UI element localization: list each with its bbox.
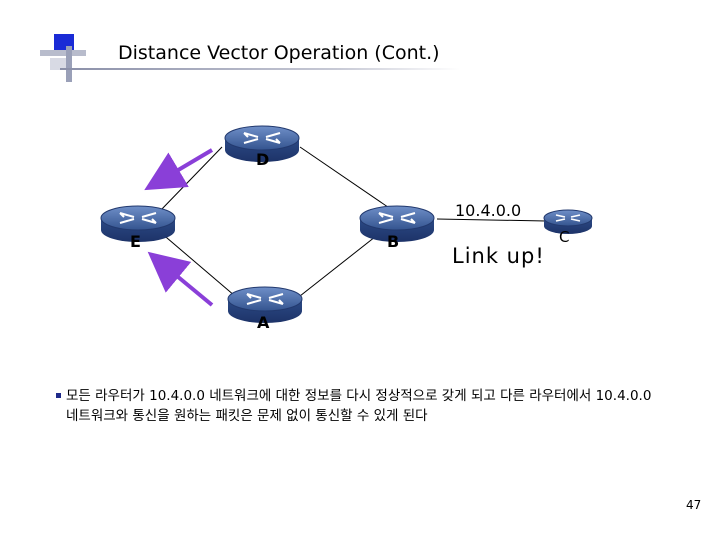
network-address-label: 10.4.0.0: [455, 201, 522, 220]
router-c-label: C: [559, 228, 570, 246]
link-d-e: [159, 146, 223, 212]
link-b-c: [436, 218, 547, 222]
logo-bar-horizontal: [40, 50, 86, 56]
page-number: 47: [686, 498, 702, 512]
router-d-icon: [224, 125, 300, 162]
slide-logo: [40, 34, 100, 84]
logo-square-light: [50, 58, 66, 70]
router-c-icon: [543, 209, 593, 234]
bullet-text: 모든 라우터가 10.4.0.0 네트워크에 대한 정보를 다시 정상적으로 갖…: [66, 388, 652, 424]
link-e-a: [159, 231, 236, 297]
title-underline: [60, 68, 460, 70]
router-b-icon: [359, 205, 435, 242]
slide-title: Distance Vector Operation (Cont.): [118, 42, 440, 64]
logo-graphic: [40, 34, 86, 82]
bullet-item: 모든 라우터가 10.4.0.0 네트워크에 대한 정보를 다시 정상적으로 갖…: [56, 386, 666, 426]
arrow-update-to-e-lower: [147, 251, 214, 307]
logo-bar-vertical: [66, 46, 72, 82]
bullet-marker: [56, 393, 61, 398]
router-b-label: B: [387, 232, 400, 251]
arrow-update-to-e-upper: [144, 148, 214, 191]
link-status-label: Link up!: [452, 244, 545, 268]
router-a-label: A: [257, 313, 270, 332]
router-a-icon: [227, 286, 303, 323]
router-d-label: D: [256, 150, 270, 169]
router-e-icon: [100, 205, 176, 242]
router-e-label: E: [130, 232, 141, 251]
link-a-b: [299, 232, 381, 297]
